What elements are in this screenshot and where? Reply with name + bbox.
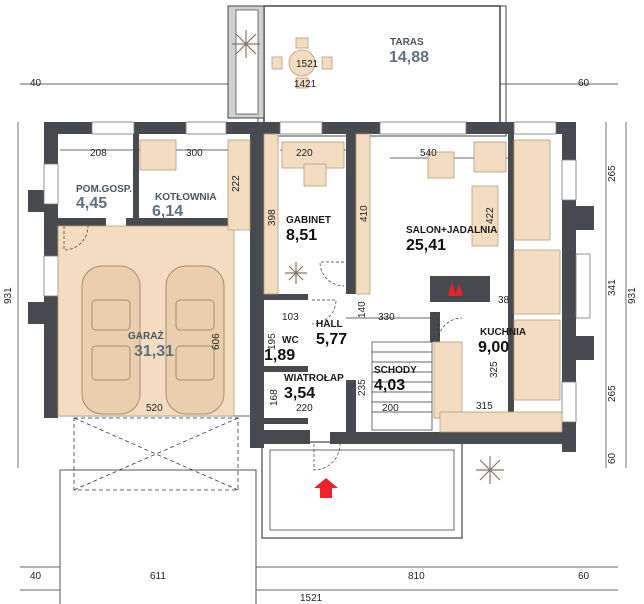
room-area-pom-gosp: 4,45 [76, 195, 108, 212]
stairs [371, 341, 433, 431]
dim-top-60: 60 [578, 78, 590, 89]
fireplace [430, 276, 490, 302]
room-name-kuchnia: KUCHNIA [480, 327, 527, 338]
room-name-salon-jadalnia: SALON+JADALNIA [406, 225, 498, 236]
room-area-kuchnia: 9,00 [478, 339, 510, 356]
dim-195: 195 [267, 333, 278, 350]
cars [81, 265, 225, 415]
dim-38: 38 [498, 295, 510, 306]
dim-540: 540 [420, 148, 437, 159]
entrance-paving [261, 441, 463, 539]
room-name-kotlownia: KOTŁOWNIA [155, 192, 217, 203]
dim-taras-1521: 1521 [296, 59, 319, 70]
interior-walls [58, 122, 514, 436]
dim-bottom-60: 60 [578, 571, 590, 582]
room-name-pom-gosp: POM.GOSP. [76, 184, 132, 195]
dim-315: 315 [476, 401, 493, 412]
dim-611: 611 [150, 571, 166, 582]
dim-left-931: 931 [3, 287, 14, 304]
windows [43, 121, 591, 423]
dim-520: 520 [146, 403, 163, 414]
entrance-arrow-icon [314, 478, 338, 498]
dim-taras-1421: 1421 [294, 79, 317, 90]
dim-325: 325 [489, 361, 500, 378]
dim-220-hall: 220 [296, 403, 313, 414]
room-name-gabinet: GABINET [286, 215, 331, 226]
dim-168: 168 [269, 389, 280, 406]
dim-right-60: 60 [607, 452, 618, 464]
driveway [59, 469, 257, 604]
room-area-taras: 14,88 [389, 49, 430, 66]
plant-icons [232, 30, 504, 484]
room-name-taras: TARAS [390, 37, 424, 48]
room-area-wiatrolap: 3,54 [284, 385, 316, 402]
dim-398: 398 [267, 209, 278, 226]
dim-410: 410 [359, 205, 370, 222]
room-area-gabinet: 8,51 [286, 227, 318, 244]
dim-bottom-40: 40 [30, 571, 42, 582]
dim-200: 200 [382, 403, 399, 414]
room-area-kotlownia: 6,14 [152, 203, 184, 220]
room-name-garaz: GARAŻ [128, 331, 164, 342]
dim-222: 222 [231, 175, 242, 192]
terrace-planter [235, 9, 259, 115]
dim-103: 103 [282, 312, 299, 323]
dim-220-gabinet: 220 [296, 148, 313, 159]
dim-right-265-top: 265 [607, 165, 618, 182]
room-area-hall: 5,77 [316, 331, 348, 348]
dim-330: 330 [378, 312, 395, 323]
room-area-salon-jadalnia: 25,41 [406, 237, 447, 254]
dim-810: 810 [408, 571, 425, 582]
room-name-wc: WC [282, 335, 299, 346]
dim-235: 235 [357, 379, 368, 396]
entrance-paving-inner [269, 449, 455, 531]
dim-140: 140 [357, 301, 368, 318]
garage-door [73, 417, 239, 491]
terrace-table-set [271, 37, 333, 89]
room-name-schody: SCHODY [374, 365, 417, 376]
dim-bottom-1521: 1521 [300, 593, 323, 604]
dim-300: 300 [186, 148, 203, 159]
room-area-garaz: 31,31 [134, 343, 175, 360]
door-swings [63, 225, 463, 471]
dim-right-341: 341 [607, 279, 618, 296]
dim-422: 422 [485, 207, 496, 224]
dim-208: 208 [90, 148, 107, 159]
dim-right-265-bottom: 265 [607, 385, 618, 402]
room-name-hall: HALL [316, 319, 343, 330]
dim-606: 606 [211, 333, 222, 350]
room-area-schody: 4,03 [374, 377, 406, 394]
room-area-wc: 1,89 [264, 347, 296, 364]
room-name-wiatrolap: WIATROŁAP [284, 373, 344, 384]
dim-right-931: 931 [627, 287, 638, 304]
dim-top-40: 40 [30, 78, 42, 89]
